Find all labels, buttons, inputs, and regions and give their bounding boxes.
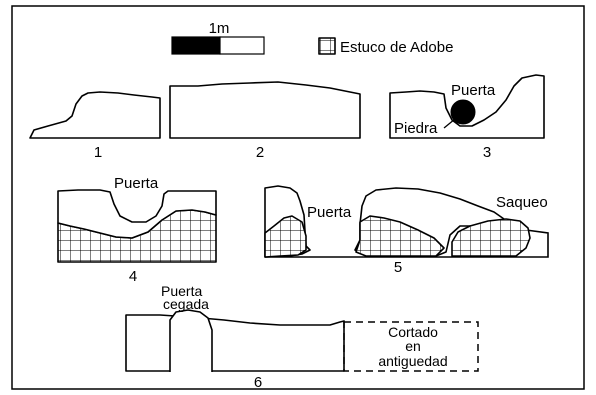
section-6-label-puerta: Puerta [161, 283, 202, 299]
section-6-label-cegada: cegada [163, 296, 209, 312]
section-4-label-puerta: Puerta [114, 175, 159, 192]
section-3-wall [389, 74, 545, 139]
hatch-label: Estuco de Adobe [340, 39, 453, 56]
section-2-number: 2 [256, 144, 264, 161]
scale-bar: 1m [171, 20, 265, 55]
section-1: 1 [29, 91, 161, 161]
section-6-wall [125, 314, 345, 372]
figure-frame [11, 5, 585, 390]
legend: 1m Estuco de Adobe [171, 20, 453, 56]
section-5-plaster-left [264, 215, 307, 258]
section-3-leader [443, 118, 456, 129]
section-6-cut-outline [343, 321, 479, 372]
hatch-legend: Estuco de Adobe [318, 37, 453, 56]
section-6-number: 6 [254, 374, 262, 391]
scale-bar-white [219, 36, 265, 55]
section-3-label-puerta: Puerta [451, 82, 496, 99]
section-6: Puerta cegada Cortado en antiguedad 6 [125, 283, 479, 391]
section-2: 2 [169, 81, 361, 161]
section-2-wall [169, 81, 361, 139]
section-5-label-saqueo: Saqueo [496, 194, 548, 211]
scale-bar-black [171, 36, 221, 55]
section-3-number: 3 [483, 144, 491, 161]
section-5-ground [265, 229, 549, 258]
section-5: Puerta Saqueo 5 [264, 185, 549, 276]
section-1-wall [29, 91, 161, 139]
section-1-number: 1 [94, 144, 102, 161]
section-5-plaster-middle [355, 215, 445, 257]
section-3: Puerta Piedra 3 [389, 74, 545, 161]
section-4: Puerta 4 [57, 175, 217, 285]
section-3-label-piedra: Piedra [394, 120, 438, 137]
section-5-label-puerta: Puerta [307, 204, 352, 221]
section-6-blocked-door [169, 309, 213, 372]
section-6-label-cortado: Cortado [388, 324, 438, 340]
section-6-label-antiguedad: antiguedad [378, 353, 447, 369]
section-3-stone [450, 99, 476, 125]
section-5-plaster-right [451, 218, 531, 257]
section-6-label-en: en [405, 338, 421, 354]
section-4-number: 4 [129, 268, 137, 285]
section-5-number: 5 [394, 259, 402, 276]
scale-label: 1m [209, 20, 230, 37]
section-4-wall [57, 189, 217, 239]
hatch-swatch [318, 37, 336, 55]
